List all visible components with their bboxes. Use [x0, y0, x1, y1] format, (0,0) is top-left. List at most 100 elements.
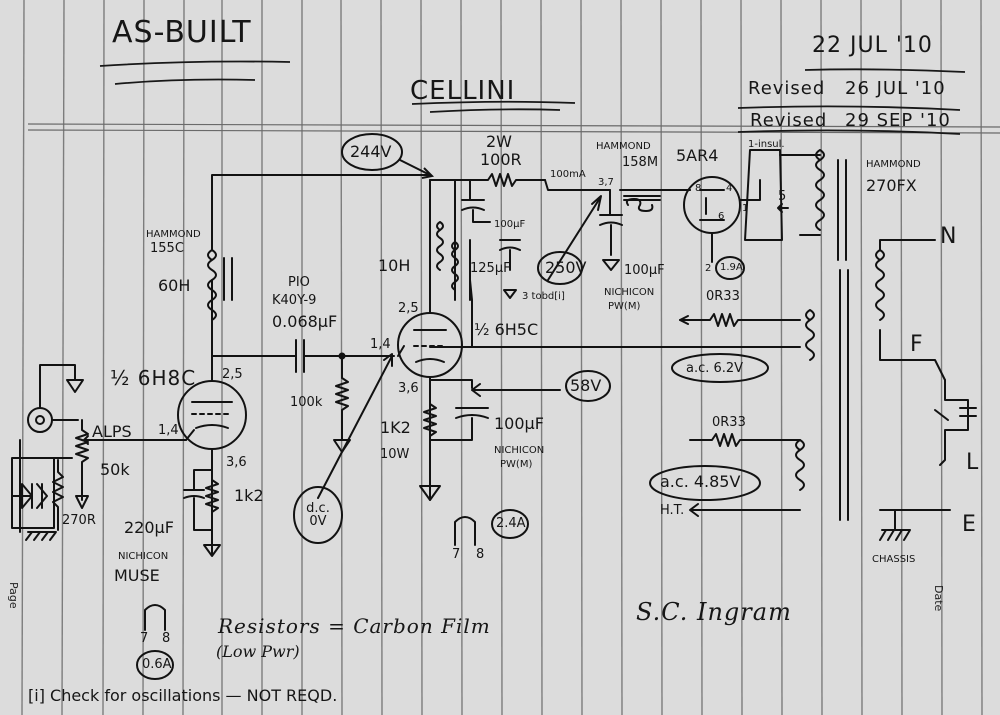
rect-pin-4: 4	[726, 183, 733, 194]
driver-heater-current: 0.6A	[142, 657, 172, 672]
rect-pin-8: 8	[695, 183, 702, 194]
header-underlines	[99, 60, 966, 135]
driver-heater-pin-b: 8	[162, 631, 171, 646]
circle-19a	[715, 256, 745, 280]
psu-current-note: 100mA	[550, 169, 586, 180]
heater-winding-2: a.c. 4.85V	[660, 472, 741, 491]
driver-cathode-cap: 220µF	[124, 518, 174, 537]
heater-resistor-2: 0R33	[712, 415, 746, 430]
winding-pin: 5	[778, 189, 787, 204]
output-cathode-resistor: 1K2	[380, 418, 411, 437]
driver-cathode-pins: 3,6	[226, 455, 247, 470]
driver-choke-value: 60H	[158, 276, 191, 295]
shunt-resistor-value: 270R	[62, 513, 96, 528]
mains-fuse: F	[910, 332, 924, 357]
transformer-maker: HAMMOND	[866, 159, 921, 170]
driver-cap-series: MUSE	[114, 566, 160, 585]
coupling-cap-model: K40Y-9	[272, 293, 317, 308]
coupling-cap-type: PIO	[288, 275, 310, 290]
heater-resistor-1: 0R33	[706, 289, 740, 304]
driver-plate-pins: 2,5	[222, 367, 243, 382]
voltage-circles	[136, 133, 769, 680]
psu-choke-pins: 3,7	[598, 177, 614, 188]
psu-cap-1: 100µF	[494, 219, 526, 230]
output-heater-current: 2.4A	[496, 516, 526, 531]
output-cathode-power: 10W	[380, 447, 410, 462]
psu-choke-maker: HAMMOND	[596, 141, 651, 152]
grid-resistor-value: 100k	[290, 395, 323, 410]
signature: S.C. Ingram	[636, 598, 792, 626]
circle-06a	[136, 650, 174, 680]
circle-ac62v	[671, 353, 769, 383]
reservoir-brand: NICHICON	[604, 287, 655, 298]
output-cap-brand: NICHICON	[494, 445, 545, 456]
output-heater-pin-a: 7	[452, 547, 461, 562]
pot-label: ALPS	[92, 422, 132, 441]
driver-heater-pin-a: 7	[140, 631, 149, 646]
revision-2-date: 29 SEP '10	[845, 110, 951, 131]
rect-heater-pin: 2	[705, 263, 712, 274]
circle-250v	[537, 251, 583, 285]
margin-date-label: Date	[932, 585, 945, 612]
circuit-wiring	[11, 149, 977, 631]
output-cathode-pins: 3,6	[398, 381, 419, 396]
paper-ruling	[21, 0, 983, 715]
margin-page-label: Page	[7, 582, 20, 609]
revision-1-label: Revised	[748, 78, 826, 99]
rect-insul-note: 1-insul.	[748, 139, 785, 150]
grid-dc-voltage: d.c. 0V	[306, 501, 330, 529]
footnote: [i] Check for oscillations — NOT REQD.	[28, 686, 338, 705]
project-title: CELLINI	[410, 76, 516, 106]
node-voltage: 250V	[545, 258, 587, 277]
psu-choke-model: 158M	[622, 155, 659, 170]
ht-label: H.T.	[660, 503, 685, 518]
rectifier-label: 5AR4	[676, 146, 719, 165]
heater-winding-1: a.c. 6.2V	[686, 361, 744, 376]
b-plus-voltage: 244V	[350, 142, 392, 161]
output-cap-series: PW(M)	[500, 459, 533, 470]
driver-choke-maker: HAMMOND	[146, 229, 201, 240]
psu-cap-3-note: 3 tobd[i]	[522, 291, 565, 302]
mains-neutral: N	[940, 224, 958, 249]
chassis-label: CHASSIS	[872, 554, 916, 565]
arrow-244v	[399, 159, 435, 179]
driver-cathode-resistor: 1k2	[234, 486, 264, 505]
cathode-voltage: 58V	[570, 376, 602, 395]
as-built-heading: AS-BUILT	[112, 15, 252, 50]
output-grid-pin: 1,4	[370, 337, 391, 352]
rect-pin-1: 1	[742, 203, 749, 214]
header-rules	[27, 123, 1000, 134]
driver-choke-model: 155C	[150, 241, 184, 256]
output-cathode-cap: 100µF	[494, 414, 544, 433]
series-resistor-power: 2W	[486, 132, 512, 151]
circle-24a	[491, 509, 529, 539]
rect-heater-current: 1.9A	[720, 262, 743, 273]
series-resistor-value: 100R	[480, 150, 522, 169]
resistor-note: Resistors = Carbon Film	[218, 614, 491, 638]
driver-grid-pins: 1,4	[158, 423, 179, 438]
coupling-cap-value: 0.068µF	[272, 312, 338, 331]
output-heater-pin-b: 8	[476, 547, 485, 562]
revision-1-date: 26 JUL '10	[845, 78, 946, 99]
resistor-note-sub: (Low Pwr)	[216, 642, 300, 661]
rect-pin-6: 6	[718, 211, 725, 222]
output-tube-label: ½ 6H5C	[474, 320, 539, 339]
driver-cap-brand: NICHICON	[118, 551, 169, 562]
circle-ac485v	[649, 465, 761, 501]
psu-cap-3: 125µF	[470, 261, 511, 276]
revision-2-label: Revised	[750, 110, 828, 131]
mains-earth: E	[962, 512, 977, 537]
output-choke-value: 10H	[378, 256, 411, 275]
circle-dc0v	[293, 486, 343, 544]
circle-244v	[341, 133, 403, 171]
driver-tube-label: ½ 6H8C	[110, 366, 197, 390]
reservoir-series: PW(M)	[608, 301, 641, 312]
pot-value: 50k	[100, 460, 130, 479]
output-plate-pins: 2,5	[398, 301, 419, 316]
transformer-model: 270FX	[866, 176, 917, 195]
reservoir-cap: 100µF	[624, 263, 665, 278]
drawing-date: 22 JUL '10	[812, 33, 933, 58]
circle-58v	[565, 370, 611, 402]
